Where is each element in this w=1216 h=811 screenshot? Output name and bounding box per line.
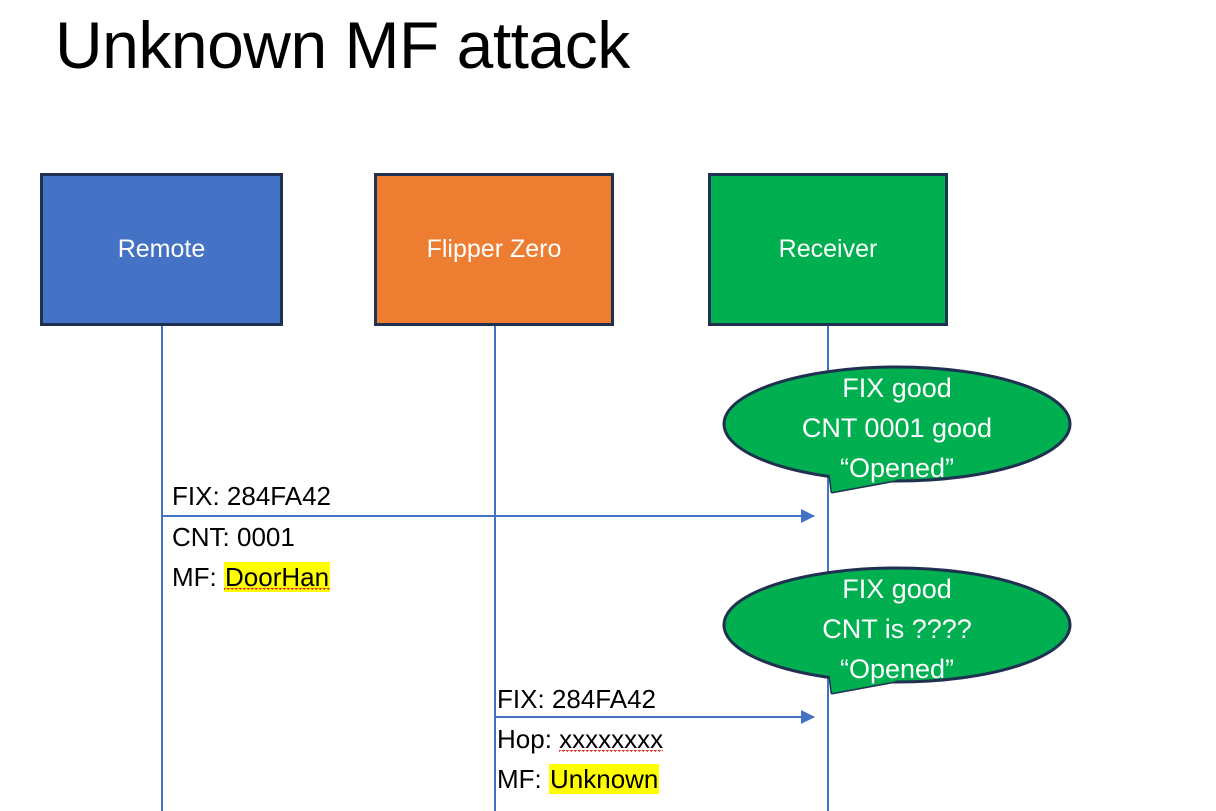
message-label-cnt-remote: CNT: 0001	[172, 522, 295, 552]
hop-prefix-flipper: Hop:	[497, 724, 560, 754]
lifeline-remote	[161, 326, 163, 811]
mf-value-flipper: Unknown	[549, 764, 660, 794]
message-label-hop-flipper: Hop: xxxxxxxx	[497, 719, 663, 759]
message-label-fix-remote: FIX: 284FA42	[172, 481, 331, 511]
page-title: Unknown MF attack	[55, 8, 630, 82]
message-label-mf-flipper: MF: Unknown	[497, 759, 660, 799]
actor-box-remote[interactable]: Remote	[40, 173, 283, 326]
actor-label-receiver: Receiver	[778, 234, 878, 263]
mf-prefix-flipper: MF:	[497, 764, 549, 794]
mf-prefix-remote: MF:	[172, 562, 224, 592]
callout-shape-first	[722, 365, 1072, 494]
callout-tail-fill-first	[828, 462, 897, 492]
actor-label-flipper: Flipper Zero	[426, 234, 562, 263]
message-label-fix-flipper: FIX: 284FA42	[497, 684, 656, 714]
lifeline-flipper	[494, 326, 496, 811]
hop-value-flipper: xxxxxxxx	[559, 724, 664, 754]
callout-bubble-second: FIX good CNT is ???? “Opened”	[722, 563, 1072, 718]
actor-box-receiver[interactable]: Receiver	[708, 173, 948, 326]
lifeline-receiver	[827, 326, 829, 811]
actor-box-flipper[interactable]: Flipper Zero	[374, 173, 614, 326]
callout-ellipse-second	[722, 566, 1072, 684]
callout-tail-fill-second	[828, 663, 897, 693]
callout-ellipse-first	[722, 365, 1072, 483]
actor-label-remote: Remote	[117, 234, 206, 263]
message-arrow-remote-to-receiver	[162, 509, 815, 523]
mf-value-remote: DoorHan	[224, 562, 331, 592]
message-arrow-flipper-to-receiver	[495, 710, 815, 724]
callout-shape-second	[722, 566, 1072, 695]
message-label-mf-remote: MF: DoorHan	[172, 557, 331, 597]
callout-bubble-first: FIX good CNT 0001 good “Opened”	[722, 362, 1072, 517]
